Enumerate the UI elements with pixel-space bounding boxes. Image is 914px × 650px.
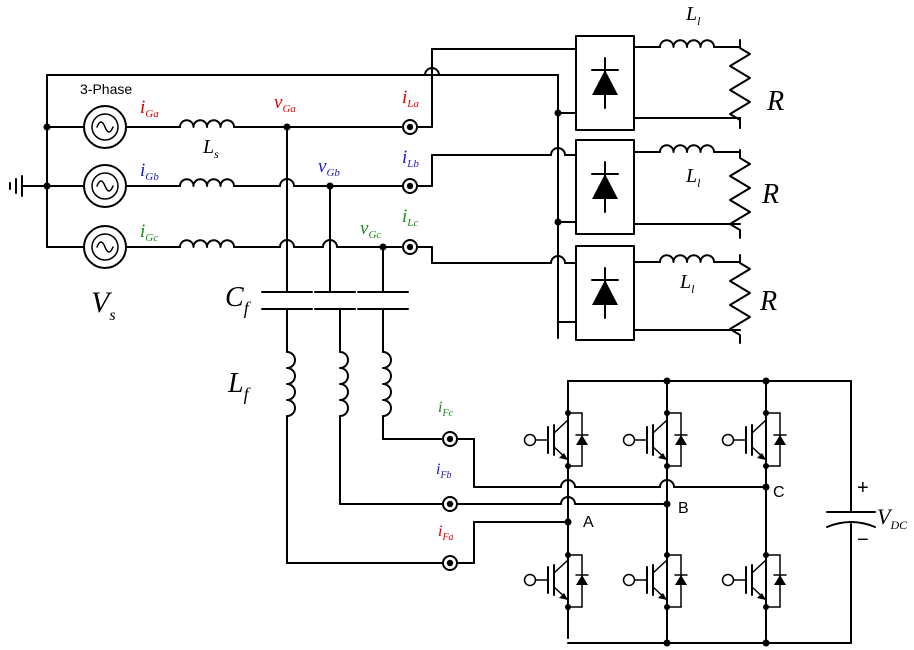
rectifier-bus	[429, 74, 577, 339]
ll-label-2: Ll	[685, 165, 701, 190]
v-gb-label: vGb	[318, 156, 340, 179]
ll-label-3: Ll	[679, 271, 695, 296]
node-b-label: B	[678, 500, 689, 517]
lf-label: Lf	[227, 368, 252, 404]
vdc-label: VDC	[877, 504, 908, 532]
sensor-fa	[442, 521, 569, 571]
cf-label: Cf	[225, 282, 252, 318]
v-gc-label: vGc	[360, 218, 381, 241]
three-phase-label: 3-Phase	[80, 81, 132, 97]
sensor-lc	[402, 239, 577, 264]
i-ga-label: iGa	[140, 97, 159, 120]
ac-source-c	[46, 225, 127, 269]
ls-label: Ls	[202, 136, 219, 161]
i-la-label: iLa	[402, 87, 419, 110]
phase-c-line	[125, 239, 403, 248]
dc-minus-label: −	[857, 529, 869, 551]
ll-label-1: Ll	[685, 3, 701, 28]
vs-label: Vs	[91, 286, 116, 324]
diode-rectifier-2	[575, 139, 635, 235]
i-fa-label: iFa	[438, 523, 454, 543]
load-3	[633, 254, 751, 344]
i-lc-label: iLc	[402, 206, 418, 229]
inverter-dc-bus	[567, 377, 876, 647]
phase-b-line	[125, 178, 403, 187]
i-gb-label: iGb	[140, 160, 159, 183]
node-c-label: C	[773, 484, 785, 501]
diode-rectifier-3	[575, 245, 635, 341]
filter-branch-a	[261, 123, 443, 564]
grid-neutral-bus	[21, 74, 431, 248]
node-a-label: A	[583, 514, 594, 531]
inverter-leg-c	[721, 380, 787, 644]
inverter-leg-b	[622, 380, 688, 644]
load-1	[633, 39, 751, 129]
r-label-1: R	[766, 86, 784, 117]
filter-branch-c	[357, 243, 443, 440]
sensor-fc	[442, 431, 767, 488]
ground-icon	[9, 175, 23, 197]
v-ga-label: vGa	[274, 92, 296, 115]
diode-rectifier-1	[575, 35, 635, 131]
sensor-la	[402, 48, 577, 135]
i-gc-label: iGc	[140, 221, 158, 244]
sensor-lb	[402, 147, 577, 194]
inverter-leg-a	[523, 380, 589, 639]
sensor-fb	[442, 496, 668, 512]
load-2	[633, 144, 751, 239]
dc-plus-label: +	[857, 477, 869, 499]
r-label-3: R	[759, 286, 777, 317]
phase-a-line	[125, 119, 403, 128]
filter-branch-b	[314, 182, 443, 505]
ac-source-a	[46, 105, 127, 149]
i-lb-label: iLb	[402, 147, 419, 170]
ac-source-b	[46, 164, 127, 208]
i-fc-label: iFc	[438, 399, 454, 419]
i-fb-label: iFb	[436, 461, 452, 481]
r-label-2: R	[761, 179, 779, 210]
